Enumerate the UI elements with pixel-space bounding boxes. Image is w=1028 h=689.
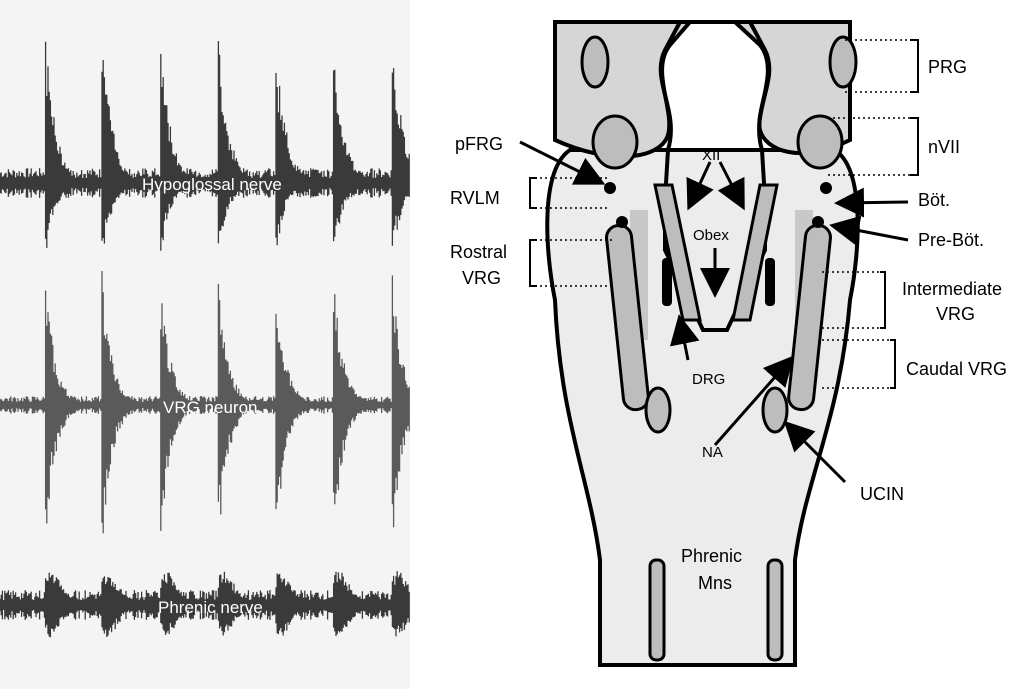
- nerve-recording-traces: Hypoglossal nerve VRG neuron Phrenic ner…: [0, 0, 410, 689]
- ucin-label: UCIN: [860, 484, 904, 504]
- bot-label: Böt.: [918, 190, 950, 210]
- vrg-neuron-label: VRG neuron: [163, 398, 258, 417]
- na-label: NA: [702, 444, 723, 461]
- phrenic-mns-label-2: Mns: [698, 573, 732, 593]
- drg-label: DRG: [692, 371, 725, 388]
- phrenic-mns-right: [768, 560, 782, 660]
- pre-bot-label: Pre-Böt.: [918, 230, 984, 250]
- rvlm-label: RVLM: [450, 188, 500, 208]
- nvii-left: [593, 116, 637, 168]
- nvii-right: [798, 116, 842, 168]
- rostral-vrg-label-2: VRG: [462, 268, 501, 288]
- bot-dot-left: [616, 216, 628, 228]
- pre-bot-dot-right: [812, 216, 824, 228]
- prg-right: [830, 37, 856, 87]
- drg-right: [765, 258, 775, 306]
- bot-dot-right: [820, 182, 832, 194]
- obex-label: Obex: [693, 227, 729, 244]
- hypoglossal-nerve-label: Hypoglossal nerve: [142, 175, 282, 194]
- prg-left: [582, 37, 608, 87]
- drg-left: [662, 258, 672, 306]
- nvii-label: nVII: [928, 137, 960, 157]
- xii-label: XII: [702, 147, 720, 164]
- ucin-left: [646, 388, 670, 432]
- rostral-vrg-label-1: Rostral: [450, 242, 507, 262]
- brainstem-diagram: PRG nVII pFRG RVLM Rostral VRG XII Obex …: [410, 0, 1028, 689]
- phrenic-nerve-label: Phrenic nerve: [158, 598, 263, 617]
- ucin-right: [763, 388, 787, 432]
- pfrg-label: pFRG: [455, 134, 503, 154]
- intermediate-vrg-label-2: VRG: [936, 304, 975, 324]
- pfrg-dot-left: [604, 182, 616, 194]
- phrenic-mns-left: [650, 560, 664, 660]
- caudal-vrg-label: Caudal VRG: [906, 359, 1007, 379]
- prg-label: PRG: [928, 57, 967, 77]
- intermediate-vrg-label-1: Intermediate: [902, 279, 1002, 299]
- phrenic-mns-label-1: Phrenic: [681, 546, 742, 566]
